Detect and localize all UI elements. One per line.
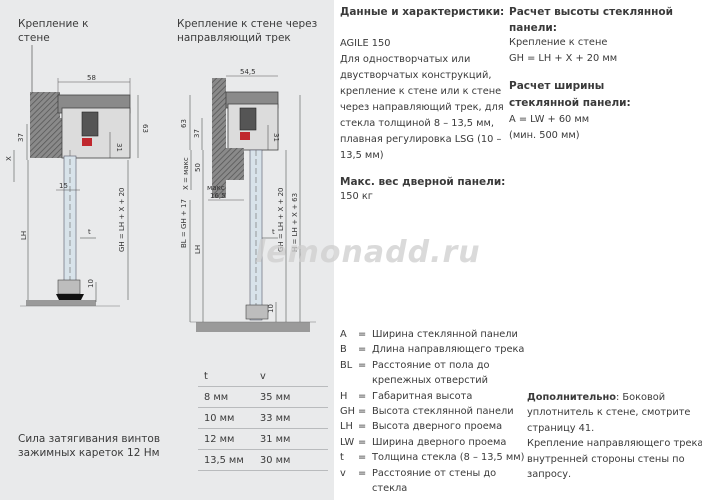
dim2-16-5: 16,5	[210, 192, 226, 200]
diagram1-caption: Крепление к стене	[18, 18, 89, 44]
width-calc-title: Расчет ширины стеклянной панели:	[509, 80, 631, 109]
dim-15: 15	[59, 182, 68, 190]
thickness-distance-table: t v 8 мм 35 мм 10 мм 33 мм 12 мм 31 мм 1…	[198, 366, 328, 471]
dim-x: X	[5, 156, 13, 161]
glossary-row: LW=Ширина дверного проема	[340, 436, 507, 448]
table-row: 8 мм 35 мм	[198, 386, 328, 408]
dim-31: 31	[115, 143, 123, 152]
dim-t: t	[88, 228, 91, 236]
width-calc-body: A = LW + 60 мм (мин. 500 мм)	[509, 114, 590, 141]
glossary-row: H=Габаритная высота	[340, 390, 473, 402]
table-row: 13,5 мм 30 мм	[198, 449, 328, 471]
diagram2-drawing: 54,5 63 37 31 X = макс 50 макс 16,5 BL =…	[180, 68, 316, 332]
model-name: AGILE 150	[340, 38, 391, 49]
glossary-row: стекла	[372, 483, 408, 495]
additional-label: Дополнительно	[527, 392, 616, 403]
wall2-hatch	[212, 78, 226, 198]
dim-58: 58	[87, 74, 96, 82]
dim2-37: 37	[193, 129, 201, 138]
height-calc-body: Крепление к стене GH = LH + X + 20 мм	[509, 37, 618, 64]
specs-body: AGILE 150 Для одностворчатых или двуство…	[340, 38, 504, 161]
dim2-lh: LH	[194, 245, 202, 254]
height-calc-title: Расчет высоты стеклянной панели:	[509, 6, 673, 34]
dim2-50: 50	[194, 163, 202, 172]
dim-37: 37	[17, 133, 25, 142]
dim-54-5: 54,5	[240, 68, 256, 76]
glossary-row: крепежных отверстий	[372, 375, 489, 387]
additional-info: Дополнительно: Боковой уплотнитель к сте…	[527, 392, 702, 481]
dim-63: 63	[141, 124, 149, 133]
tightening-note: Сила затягивания винтов зажимных кареток…	[18, 433, 161, 459]
glossary-row: B=Длина направляющего трека	[340, 344, 525, 356]
dim2-max: макс	[207, 184, 225, 192]
weight-title: Макс. вес дверной панели:	[340, 176, 506, 188]
technical-drawings: 58 37 31 63 X 15 LH GH = LH + X + 20 t 1…	[5, 45, 316, 332]
dim-10: 10	[87, 279, 95, 288]
glossary: A=Ширина стеклянной панели B=Длина напра…	[340, 327, 525, 496]
dim-lh: LH	[20, 231, 28, 240]
watermark: lemonadd.ru	[255, 235, 481, 270]
dim2-31: 31	[272, 133, 280, 142]
glossary-row: GH=Высота стеклянной панели	[340, 406, 514, 418]
table-row: 12 мм 31 мм	[198, 428, 328, 450]
dim2-h: H = LH + X + 63	[291, 193, 299, 252]
dim2-63: 63	[180, 119, 188, 128]
dim-gh: GH = LH + X + 20	[118, 187, 126, 252]
glossary-row: v=Расстояние от стены до	[340, 467, 497, 479]
glossary-row: BL=Расстояние от пола до	[340, 359, 490, 371]
dim2-bl: BL = GH + 17	[180, 199, 188, 248]
dim2-t: t	[272, 228, 275, 236]
wall-hatch	[30, 92, 60, 118]
dim2-10: 10	[267, 304, 275, 313]
dim2-xmax: X = макс	[182, 157, 190, 190]
diagram1-drawing: 58 37 31 63 X 15 LH GH = LH + X + 20 t 1…	[5, 45, 149, 307]
table-header: t v	[198, 366, 328, 387]
table-row: 10 мм 33 мм	[198, 407, 328, 429]
glossary-row: t=Толщина стекла (8 – 13,5 мм)	[340, 452, 525, 464]
glossary-row: LH=Высота дверного проема	[340, 421, 503, 433]
dim2-gh: GH = LH + X + 20	[277, 187, 285, 252]
weight-value: 150 кг	[340, 191, 373, 202]
specs-title: Данные и характеристики:	[340, 6, 505, 18]
glossary-row: A=Ширина стеклянной панели	[340, 329, 518, 340]
diagram2-caption: Крепление к стене через направляющий тре…	[177, 18, 318, 44]
